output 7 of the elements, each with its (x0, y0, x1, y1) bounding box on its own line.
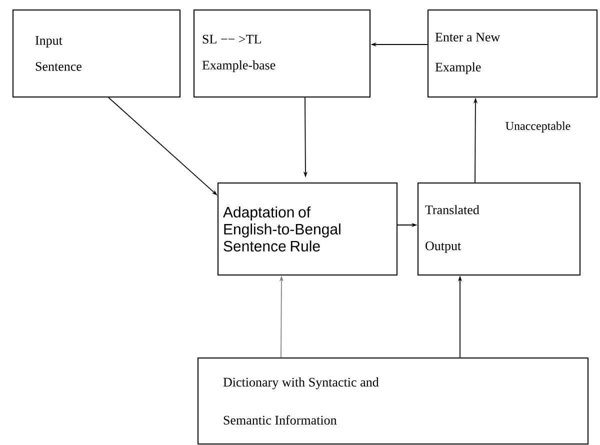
process-box: SL −− >TL Example-base (194, 10, 370, 98)
process-box: Input Sentence (12, 10, 180, 98)
process-box: Translated Output (418, 182, 580, 276)
process-box: Enter a New Example (428, 10, 598, 98)
edge-label: Unacceptable (504, 120, 572, 134)
process-box: Dictionary with Syntactic and Semantic Information (198, 358, 588, 444)
process-box: Adaptation of English-to-Bengal Sentence Rule (218, 182, 398, 276)
